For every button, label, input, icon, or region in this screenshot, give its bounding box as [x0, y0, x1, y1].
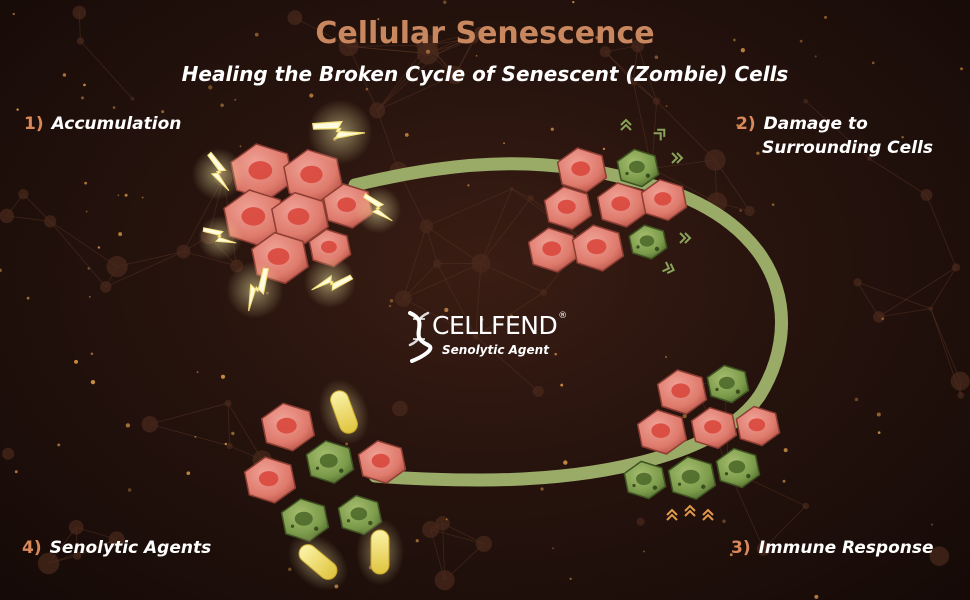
chevron-icon: [666, 508, 678, 521]
logo-tagline: Senolytic Agent: [442, 343, 549, 357]
healthy-cell: [243, 456, 297, 504]
step-label: Damage to: [763, 114, 868, 134]
healthy-cell: [571, 224, 625, 272]
damaged-cell-cluster: [527, 147, 688, 273]
healthy-cell: [556, 147, 608, 193]
chevron-icon: [671, 152, 684, 164]
lightning-icon: [307, 99, 373, 165]
chevron-icon: [679, 232, 692, 244]
capsule-icon: [287, 533, 349, 591]
senescent-cell: [715, 447, 761, 489]
chevron-icon: [684, 504, 696, 517]
chevron-icon: [620, 118, 632, 131]
senescent-cell: [667, 456, 717, 500]
healthy-cell: [640, 178, 688, 222]
healthy-cell: [308, 228, 352, 268]
cellfend-logo: CELLFEND® Senolytic Agent: [398, 305, 578, 365]
step-number: 4): [22, 538, 42, 558]
step-label: Accumulation: [51, 114, 182, 134]
chevron-icon: [702, 508, 714, 521]
page-subtitle: Healing the Broken Cycle of Senescent (Z…: [181, 62, 789, 86]
healthy-cell: [636, 409, 688, 455]
step-immune-response: 3) Immune Response: [731, 536, 934, 560]
healthy-cell: [656, 369, 708, 415]
healthy-cell: [271, 191, 329, 245]
capsule-icon: [356, 518, 404, 586]
signal-arrow-group: [620, 118, 714, 521]
step-number: 1): [24, 114, 44, 134]
lightning-icon: [192, 148, 244, 200]
chevron-icon: [653, 128, 666, 141]
healthy-cell: [527, 227, 579, 273]
senescent-cell: [305, 440, 355, 484]
page-title: Cellular Senescence: [315, 16, 655, 51]
senescent-cell: [616, 148, 660, 188]
healthy-cell: [260, 402, 316, 452]
lightning-icon: [197, 215, 243, 261]
senescent-cell: [706, 364, 750, 404]
healthy-cell: [543, 186, 593, 230]
step-senolytic-agents: 4) Senolytic Agents: [22, 536, 211, 560]
lightning-icon: [226, 261, 284, 319]
immune-response-cell-cluster: [623, 364, 781, 500]
step-number: 3): [731, 538, 751, 558]
logo-brand-text: CELLFEND®: [432, 311, 567, 340]
senolytic-cell-cluster: [243, 402, 407, 542]
step-label: Immune Response: [758, 538, 934, 558]
step-label: Senolytic Agents: [49, 538, 212, 558]
healthy-cell: [357, 440, 407, 484]
network-nodes: [0, 5, 970, 591]
senescent-cell: [628, 224, 668, 260]
accumulation-cell-cluster: [223, 143, 374, 285]
step-number: 2): [736, 114, 756, 134]
step-damage: 2) Damage to Surrounding Cells: [736, 112, 966, 160]
step-label-line2: Surrounding Cells: [762, 138, 933, 158]
lightning-bolt-group: [192, 99, 402, 319]
senolytic-capsule-group: [287, 379, 404, 591]
lightning-icon: [304, 256, 356, 308]
lightning-icon: [354, 186, 402, 234]
healthy-cell: [690, 406, 738, 450]
healthy-cell: [596, 182, 648, 228]
capsule-icon: [318, 379, 370, 445]
cycle-path: [348, 157, 788, 487]
chevron-icon: [662, 261, 675, 274]
step-accumulation: 1) Accumulation: [24, 112, 181, 136]
healthy-cell: [735, 405, 781, 447]
senescent-cell: [623, 460, 667, 500]
dna-helix-icon: [408, 311, 433, 363]
